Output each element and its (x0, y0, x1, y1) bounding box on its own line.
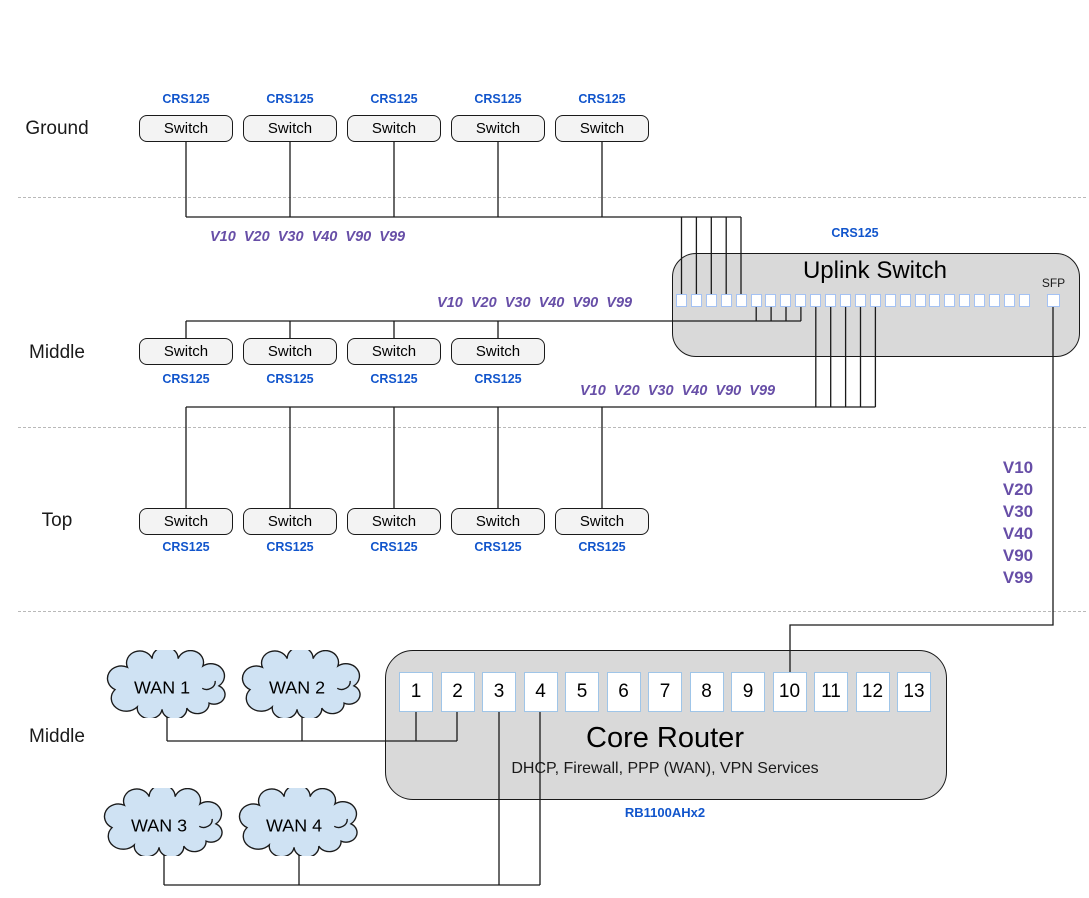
switch-model-label: CRS125 (578, 92, 626, 106)
wan-cloud-label: WAN 2 (269, 677, 325, 697)
wan-cloud-label: WAN 3 (131, 815, 187, 835)
switch-model-label: CRS125 (266, 540, 314, 554)
uplink-port (839, 294, 851, 307)
switch-model-label: CRS125 (370, 372, 418, 386)
wan-cloud: WAN 4 (238, 788, 358, 856)
uplink-model-label: CRS125 (831, 226, 879, 240)
router-port: 2 (440, 672, 475, 712)
switch-model-label: CRS125 (474, 92, 522, 106)
uplink-port (765, 294, 777, 307)
switch-model-label: CRS125 (162, 92, 210, 106)
uplink-port (869, 294, 881, 307)
sfp-port (1047, 294, 1060, 307)
floor-label-top: Top (41, 510, 73, 531)
floor-separator (18, 611, 1086, 612)
uplink-port (676, 294, 687, 307)
router-port: 13 (897, 672, 931, 712)
access-switch: Switch (243, 338, 337, 365)
sfp-label: SFP (1041, 276, 1066, 290)
uplink-switch-title: Uplink Switch (802, 257, 948, 284)
access-switch: Switch (555, 508, 649, 535)
access-switch: Switch (347, 338, 441, 365)
uplink-port (780, 294, 792, 307)
vlan-stack-item: V40 (1002, 524, 1034, 543)
uplink-port (750, 294, 762, 307)
uplink-port (884, 294, 896, 307)
uplink-port (810, 294, 822, 307)
router-port: 6 (606, 672, 641, 712)
switch-model-label: CRS125 (162, 540, 210, 554)
access-switch: Switch (139, 338, 233, 365)
uplink-port (795, 294, 807, 307)
switch-model-label: CRS125 (162, 372, 210, 386)
switch-model-label: CRS125 (370, 540, 418, 554)
wan-cloud-label: WAN 4 (266, 815, 322, 835)
uplink-port (959, 294, 971, 307)
router-port-row: 1 2 3 4 5 6 7 8 9 10 11 12 13 (399, 672, 931, 712)
switch-model-label: CRS125 (474, 540, 522, 554)
switch-model-label: CRS125 (370, 92, 418, 106)
vlan-trunk-label-middle: V10 V20 V30 V40 V90 V99 (437, 295, 633, 311)
wan-cloud-label: WAN 1 (134, 677, 190, 697)
vlan-trunk-label-ground: V10 V20 V30 V40 V90 V99 (210, 229, 406, 245)
router-port: 10 (772, 672, 807, 712)
vlan-trunk-label-top: V10 V20 V30 V40 V90 V99 (580, 383, 776, 399)
router-port: 3 (482, 672, 516, 712)
router-port: 8 (689, 672, 724, 712)
wan-cloud: WAN 3 (103, 788, 223, 856)
switch-model-label: CRS125 (266, 92, 314, 106)
floor-label-middle: Middle (29, 342, 85, 363)
access-switch: Switch (243, 115, 337, 142)
uplink-port (720, 294, 732, 307)
uplink-port (1003, 294, 1015, 307)
router-port: 7 (648, 672, 682, 712)
uplink-port (899, 294, 911, 307)
uplink-port (944, 294, 956, 307)
switch-model-label: CRS125 (578, 540, 626, 554)
switch-model-label: CRS125 (266, 372, 314, 386)
access-switch: Switch (451, 115, 545, 142)
router-port: 1 (399, 672, 433, 712)
uplink-port (929, 294, 941, 307)
router-port: 9 (731, 672, 765, 712)
vlan-stack-item: V90 (1002, 546, 1034, 565)
switch-model-label: CRS125 (474, 372, 522, 386)
uplink-port-row (676, 294, 1030, 307)
vlan-stack-item: V30 (1002, 502, 1034, 521)
access-switch: Switch (451, 508, 545, 535)
uplink-port (854, 294, 866, 307)
access-switch: Switch (347, 115, 441, 142)
uplink-port (989, 294, 1001, 307)
uplink-port (914, 294, 926, 307)
router-port: 12 (855, 672, 890, 712)
vlan-stack-item: V20 (1002, 480, 1034, 499)
vlan-stack-item: V99 (1002, 568, 1034, 587)
router-port: 11 (814, 672, 848, 712)
wan-cloud: WAN 1 (106, 650, 226, 718)
core-router-title: Core Router (586, 722, 744, 754)
access-switch: Switch (243, 508, 337, 535)
uplink-port (690, 294, 702, 307)
uplink-port (1018, 294, 1030, 307)
uplink-port (825, 294, 837, 307)
uplink-port (735, 294, 747, 307)
access-switch: Switch (139, 508, 233, 535)
access-switch: Switch (451, 338, 545, 365)
router-port: 4 (523, 672, 558, 712)
core-router-services: DHCP, Firewall, PPP (WAN), VPN Services (511, 760, 819, 777)
uplink-port (705, 294, 717, 307)
floor-label-ground: Ground (25, 118, 89, 139)
access-switch: Switch (347, 508, 441, 535)
access-switch: Switch (139, 115, 233, 142)
floor-separator (18, 427, 1086, 428)
floor-separator (18, 197, 1086, 198)
core-router-model: RB1100AHx2 (624, 805, 706, 820)
wan-cloud: WAN 2 (241, 650, 361, 718)
access-switch: Switch (555, 115, 649, 142)
floor-label-bottom-middle: Middle (29, 726, 85, 747)
router-port: 5 (565, 672, 599, 712)
uplink-port (974, 294, 986, 307)
vlan-stack-item: V10 (1002, 458, 1034, 477)
